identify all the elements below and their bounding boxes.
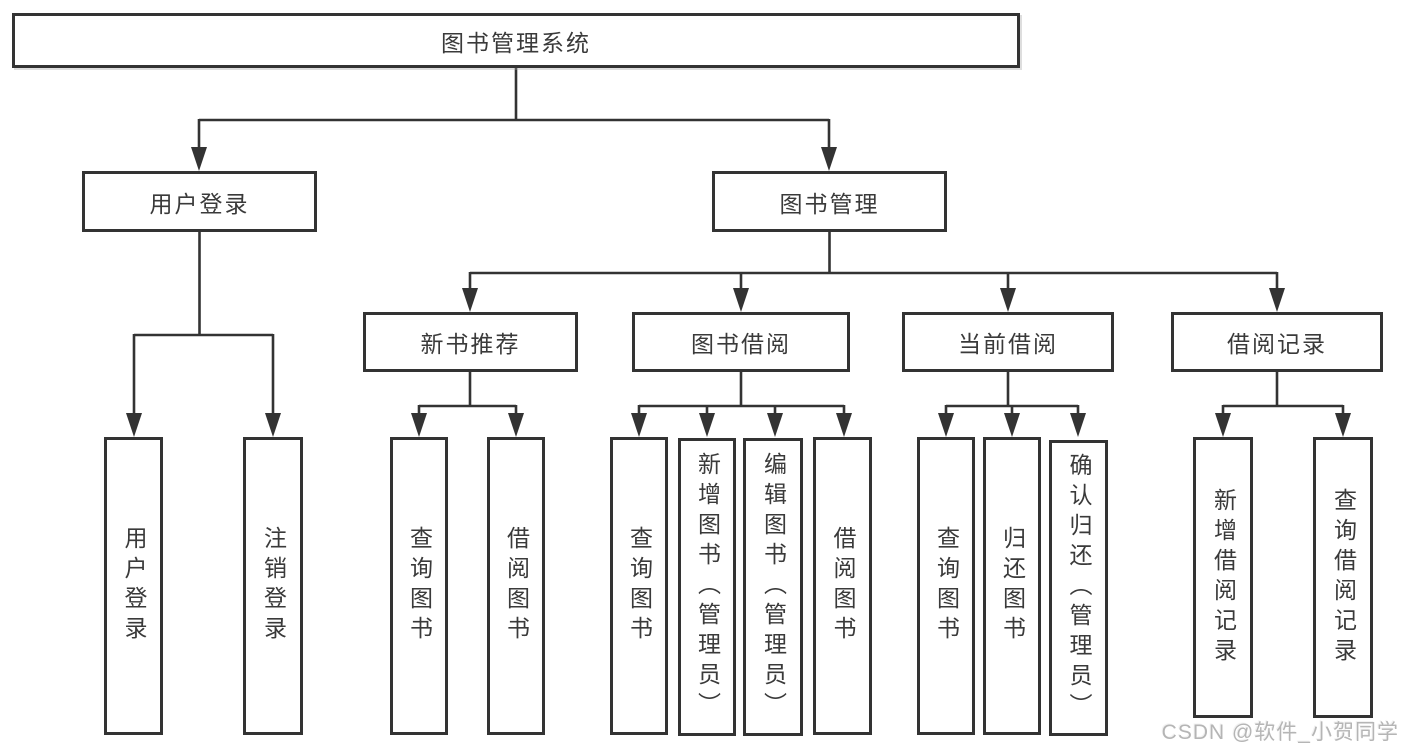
csdn-watermark: CSDN @软件_小贺同学 bbox=[1161, 721, 1399, 744]
leaf-edit-books-admin: 编辑图书（管理员） bbox=[743, 438, 803, 736]
leaf-label: 新增借阅记录 bbox=[1210, 487, 1237, 668]
node-book-borrowing: 图书借阅 bbox=[632, 312, 850, 372]
leaf-label: 查询图书 bbox=[626, 526, 653, 646]
node-book-management: 图书管理 bbox=[712, 171, 947, 232]
node-label: 图书管理 bbox=[779, 190, 880, 217]
node-new-book-recommend: 新书推荐 bbox=[363, 312, 578, 372]
leaf-label: 借阅图书 bbox=[830, 526, 856, 646]
leaf-label: 查询借阅记录 bbox=[1330, 487, 1357, 668]
node-label: 当前借阅 bbox=[958, 331, 1058, 357]
leaf-confirm-return-admin: 确认归还（管理员） bbox=[1049, 440, 1108, 736]
node-current-borrowing: 当前借阅 bbox=[902, 312, 1114, 372]
leaf-label: 用户登录 bbox=[121, 526, 147, 646]
leaf-label: 注销登录 bbox=[260, 526, 287, 646]
leaf-label: 新增图书（管理员） bbox=[694, 452, 721, 722]
leaf-logout: 注销登录 bbox=[243, 437, 303, 735]
node-label: 借阅记录 bbox=[1227, 331, 1327, 357]
leaf-label: 查询图书 bbox=[406, 526, 433, 646]
node-label: 新书推荐 bbox=[420, 331, 521, 357]
leaf-label: 归还图书 bbox=[999, 526, 1026, 646]
node-library-management-system: 图书管理系统 bbox=[12, 13, 1020, 68]
leaf-query-books: 查询图书 bbox=[610, 437, 668, 735]
node-label: 图书借阅 bbox=[691, 331, 791, 357]
leaf-query-books: 查询图书 bbox=[917, 437, 975, 735]
leaf-query-books: 查询图书 bbox=[390, 437, 448, 735]
node-label: 用户登录 bbox=[149, 190, 250, 217]
leaf-label: 编辑图书（管理员） bbox=[760, 452, 787, 722]
leaf-label: 借阅图书 bbox=[503, 526, 530, 646]
node-user-login: 用户登录 bbox=[82, 171, 317, 232]
leaf-add-borrow-record: 新增借阅记录 bbox=[1193, 437, 1253, 718]
arrowhead-icons bbox=[126, 147, 1351, 437]
leaf-borrow-books: 借阅图书 bbox=[487, 437, 545, 735]
leaf-return-books: 归还图书 bbox=[983, 437, 1041, 735]
leaf-query-borrow-record: 查询借阅记录 bbox=[1313, 437, 1373, 718]
leaf-label: 确认归还（管理员） bbox=[1066, 453, 1092, 723]
node-label: 图书管理系统 bbox=[441, 29, 591, 56]
node-borrow-records: 借阅记录 bbox=[1171, 312, 1383, 372]
leaf-add-books-admin: 新增图书（管理员） bbox=[678, 438, 736, 736]
leaf-borrow-books: 借阅图书 bbox=[813, 437, 872, 735]
leaf-user-login: 用户登录 bbox=[104, 437, 163, 735]
leaf-label: 查询图书 bbox=[933, 526, 960, 646]
